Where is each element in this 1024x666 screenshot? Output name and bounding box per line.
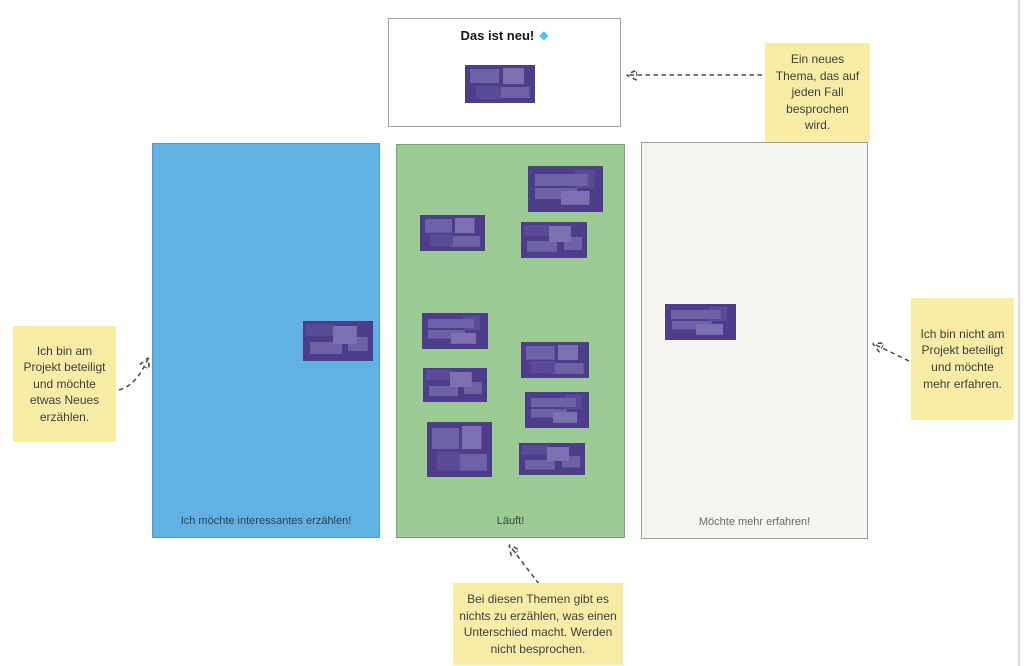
sticky-note-text: Ich bin am Projekt beteiligt und möchte … <box>23 343 106 424</box>
sticky-note-new-topic[interactable]: Ein neues Thema, das auf jeden Fall besp… <box>765 43 870 142</box>
sticky-note-text: Bei diesen Themen gibt es nichts zu erzä… <box>459 592 617 656</box>
page-right-border <box>1018 0 1020 666</box>
redacted-card-running[interactable] <box>420 215 485 251</box>
redacted-card-running[interactable] <box>521 222 587 258</box>
frame-title: Das ist neu! <box>460 28 535 43</box>
redacted-card-running[interactable] <box>519 443 585 475</box>
frame-title-row: Das ist neu! ◆ <box>389 19 620 43</box>
redacted-card-running[interactable] <box>521 342 589 378</box>
connector-arrow-not-involved[interactable] <box>874 344 910 362</box>
redacted-card-running[interactable] <box>427 422 492 477</box>
redacted-card-learn-more[interactable] <box>665 304 736 340</box>
sticky-note-involved[interactable]: Ich bin am Projekt beteiligt und möchte … <box>13 326 116 442</box>
redacted-card-running[interactable] <box>525 392 589 428</box>
sticky-note-text: Ich bin nicht am Projekt beteiligt und m… <box>920 326 1005 391</box>
sticky-note-text: Ein neues Thema, das auf jeden Fall besp… <box>775 52 860 133</box>
sticky-note-no-difference[interactable]: Bei diesen Themen gibt es nichts zu erzä… <box>453 583 623 666</box>
redacted-card-storytellers[interactable] <box>303 321 373 361</box>
zone-storytellers-label: Ich möchte interessantes erzählen! <box>180 515 352 527</box>
redacted-card-running[interactable] <box>423 368 487 402</box>
redacted-card-header[interactable] <box>465 65 535 103</box>
zone-learn-more[interactable]: Möchte mehr erfahren! <box>641 142 868 539</box>
sticky-note-not-involved[interactable]: Ich bin nicht am Projekt beteiligt und m… <box>911 298 1014 420</box>
zone-running-label: Läuft! <box>496 515 525 527</box>
zone-learn-more-label: Möchte mehr erfahren! <box>698 516 811 528</box>
redacted-card-running[interactable] <box>528 166 603 212</box>
gem-icon: ◆ <box>539 27 549 42</box>
connector-arrow-involved[interactable] <box>118 359 148 391</box>
connector-arrow-no-difference[interactable] <box>510 546 540 585</box>
redacted-card-running[interactable] <box>422 313 488 349</box>
